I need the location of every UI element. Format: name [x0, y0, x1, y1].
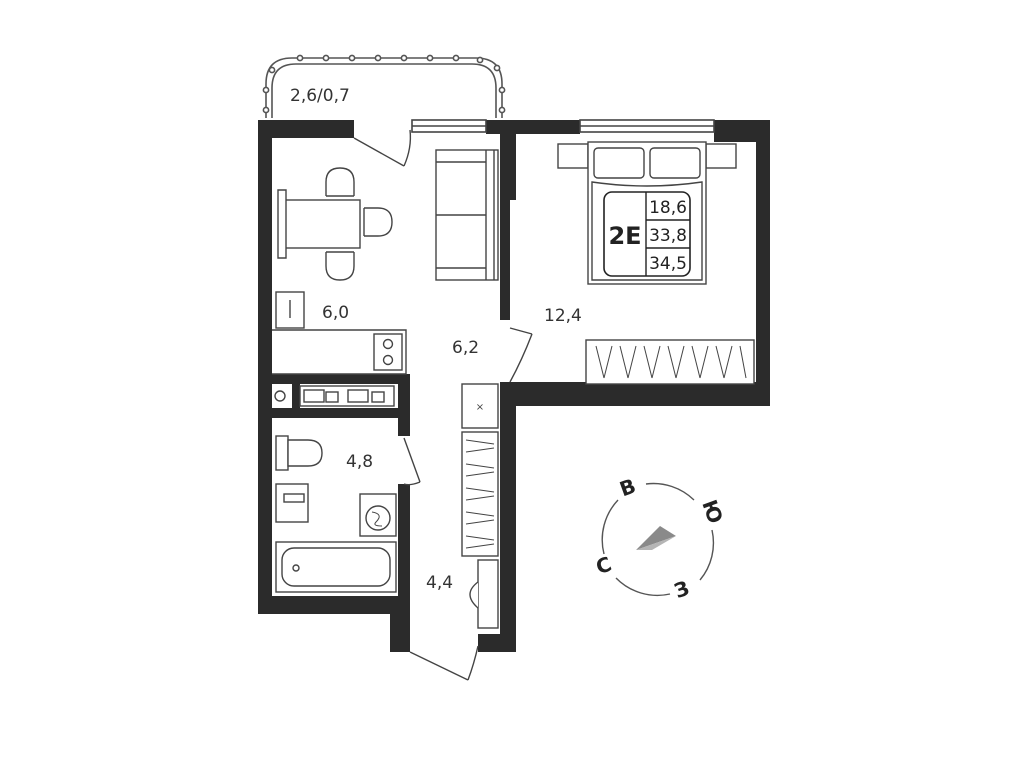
- walls: [258, 120, 770, 652]
- compass-north-label: С: [593, 552, 615, 580]
- compass-arrow-icon: [636, 526, 676, 550]
- compass-west-label: З: [671, 576, 693, 603]
- total-area-value: 33,8: [649, 226, 687, 246]
- kitchen-area-label: 6,0: [322, 303, 349, 323]
- hall-area-label: 6,2: [452, 338, 479, 358]
- apartment-type-label: 2E: [608, 222, 641, 250]
- svg-text:×: ×: [476, 402, 484, 413]
- corridor-area-label: 4,4: [426, 573, 453, 593]
- compass: В Ю С З: [593, 474, 728, 604]
- doors: [353, 129, 533, 681]
- compass-south-label: Ю: [697, 496, 728, 526]
- windows: [411, 119, 715, 133]
- living-area-value: 18,6: [649, 198, 687, 218]
- total-area-with-balcony-value: 34,5: [649, 254, 687, 274]
- bedroom-area-label: 12,4: [544, 306, 582, 326]
- wardrobe-hangers: [595, 345, 747, 379]
- bathroom-area-label: 4,8: [346, 452, 373, 472]
- compass-east-label: В: [616, 474, 639, 502]
- balcony-area-label: 2,6/0,7: [290, 86, 350, 106]
- room-labels: 2,6/0,7 6,0 6,2 12,4 4,8 4,4: [290, 86, 582, 593]
- balcony: [262, 54, 506, 118]
- bathroom-furniture: [274, 385, 397, 593]
- apartment-card: 2E 18,6 33,8 34,5: [603, 191, 691, 277]
- corridor-furniture: ×: [461, 383, 499, 629]
- sofa: [435, 149, 499, 281]
- kitchen-furniture: [272, 167, 407, 375]
